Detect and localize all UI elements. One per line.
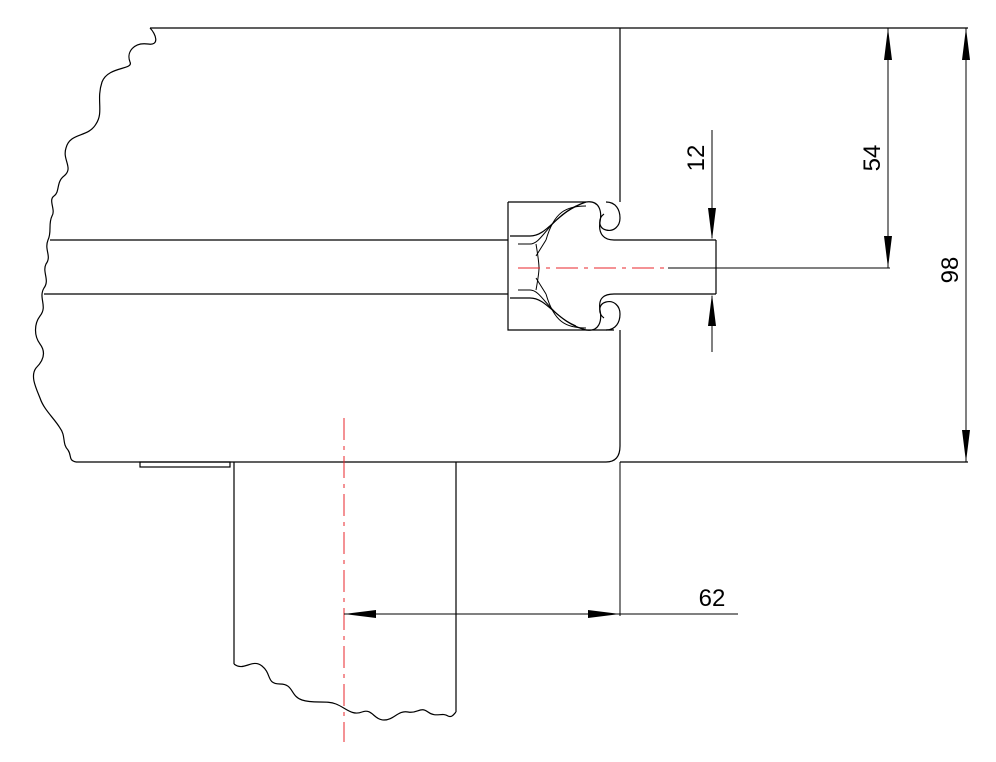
lower-post <box>233 462 457 721</box>
connector-lower-hook <box>585 293 716 331</box>
connector-inner-arc <box>535 243 540 291</box>
dimension-12: 12 <box>683 130 716 352</box>
connector-wing-inner-top <box>518 205 577 245</box>
dimension-54: 54 <box>668 28 892 269</box>
post-break-line <box>233 662 457 721</box>
dim12-upper-arrow <box>708 208 716 240</box>
groove <box>44 239 508 295</box>
dim62-label: 62 <box>699 585 726 612</box>
dim98-top-arrow <box>962 28 970 60</box>
dim54-top-arrow <box>884 28 892 60</box>
dim54-bottom-arrow <box>884 236 892 268</box>
connector-wing-outer-bottom <box>510 297 587 331</box>
dim12-lower-arrow <box>708 294 716 326</box>
dim62-right-arrow <box>588 610 620 618</box>
connector-outer-body <box>507 202 614 331</box>
panel-corner-radius <box>605 445 621 463</box>
connector-chamfer-bottom <box>545 293 587 329</box>
connector-wing-inner-bottom <box>518 289 577 327</box>
base-plate <box>139 461 231 468</box>
connector-upper-hook-inner <box>599 201 621 231</box>
panel-break-line <box>32 27 157 463</box>
connector-lower-hook-inner <box>599 301 621 331</box>
dim12-label: 12 <box>683 145 710 172</box>
dim98-label: 98 <box>937 257 964 284</box>
connector-links <box>535 239 547 295</box>
connector-profile <box>507 201 717 331</box>
connector-upper-hook <box>585 201 716 241</box>
dimension-62: 62 <box>344 462 738 618</box>
connector-chamfer-top <box>545 205 587 241</box>
dimension-98: 98 <box>937 28 970 462</box>
dim98-bottom-arrow <box>962 430 970 462</box>
dim62-left-arrow <box>344 610 376 618</box>
dim54-label: 54 <box>859 145 886 172</box>
upper-panel <box>32 27 968 463</box>
